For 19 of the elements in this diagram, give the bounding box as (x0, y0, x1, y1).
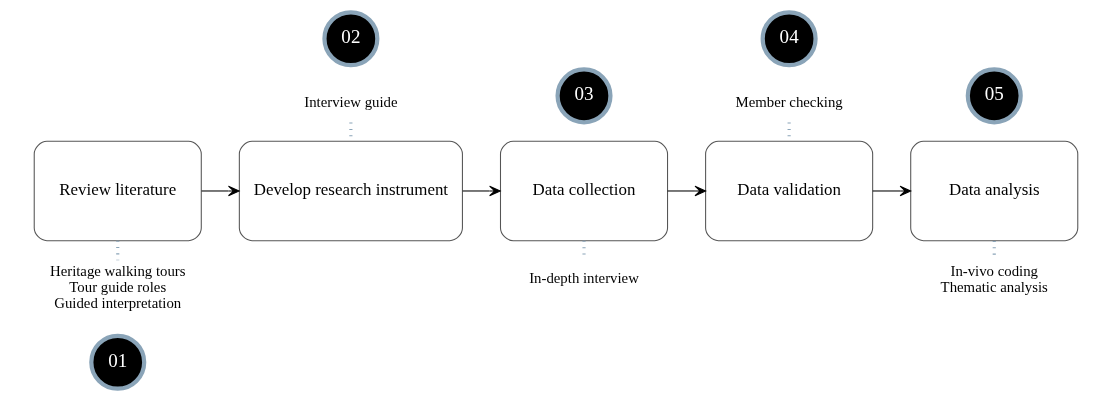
node-text: In-vivo coding Thematic analysis (940, 262, 1048, 295)
node-circle: 03 (555, 67, 613, 125)
node-box: Review literature (33, 140, 202, 242)
node-text: Member checking (735, 94, 843, 111)
node-text: Interview guide (304, 94, 398, 111)
arrow (201, 185, 240, 197)
node-box: Data collection (499, 140, 669, 242)
arrow (462, 185, 501, 197)
node-box: Data analysis (910, 140, 1079, 242)
node-text: In-depth interview (529, 269, 639, 286)
node-circle: 01 (89, 333, 147, 391)
arrow (872, 185, 912, 197)
node-text: Heritage walking tours Tour guide roles Guided interpretation (49, 263, 186, 312)
node-circle: 04 (760, 10, 818, 68)
node-circle: 05 (965, 67, 1023, 125)
node-circle: 02 (322, 10, 380, 68)
node-box: Develop research instrument (238, 140, 463, 242)
node-box: Data validation (705, 140, 874, 242)
arrow (667, 185, 707, 197)
